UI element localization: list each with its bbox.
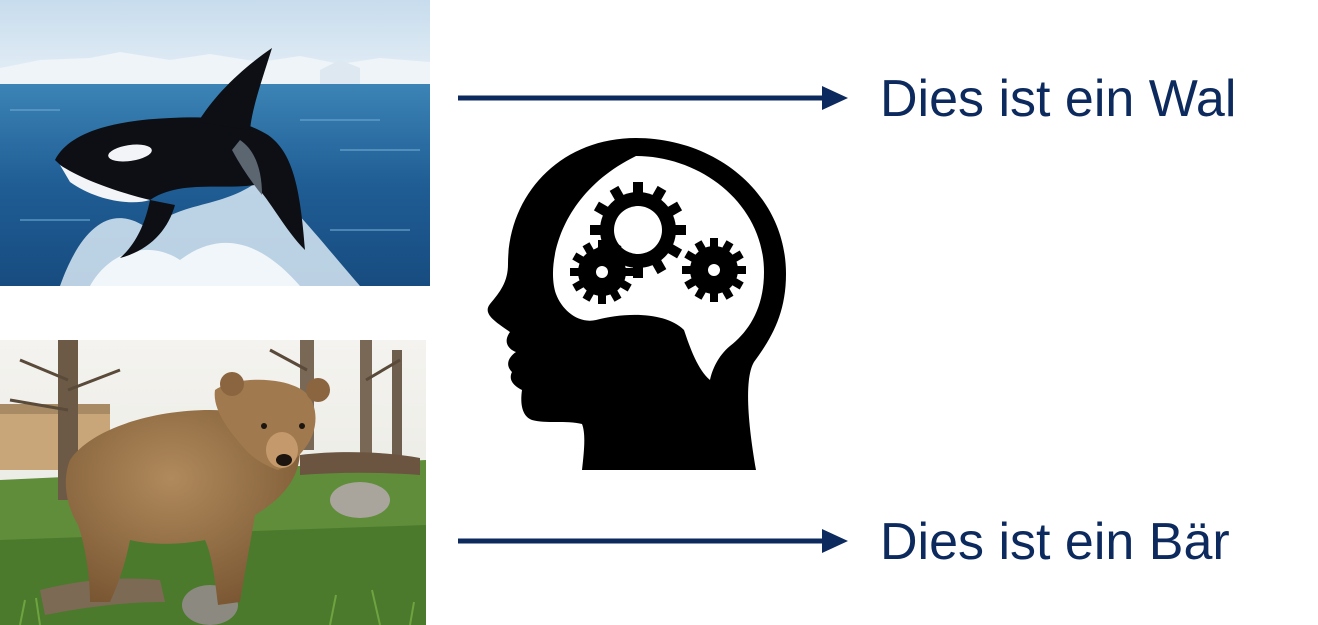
- whale-label: Dies ist ein Wal: [880, 70, 1237, 128]
- right-arrow-icon: [458, 84, 850, 117]
- bear-label: Dies ist ein Bär: [880, 513, 1230, 571]
- right-arrow-icon: [458, 527, 850, 560]
- bear-photo: [0, 340, 426, 625]
- whale-photo: [0, 0, 430, 286]
- head-with-gears-icon: [486, 134, 796, 479]
